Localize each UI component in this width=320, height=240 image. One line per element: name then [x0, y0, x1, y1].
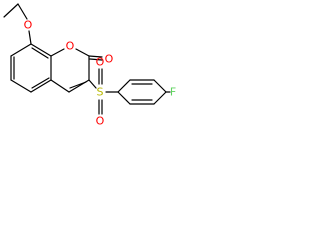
- ether-oxygen-label: O: [24, 19, 33, 32]
- carbonyl-oxygen-label: O: [105, 53, 114, 66]
- sulfonyl-oxygen-top-label: O: [96, 56, 105, 69]
- molecule-structure: O O O O S O F: [3, 3, 177, 128]
- bonds: [3, 3, 171, 115]
- atom-labels: O O O O S O F: [24, 19, 177, 128]
- ring-oxygen-label: O: [66, 40, 75, 53]
- fluorine-label: F: [170, 86, 176, 99]
- sulfonyl-oxygen-bottom-label: O: [96, 115, 105, 128]
- sulfur-label: S: [97, 86, 104, 99]
